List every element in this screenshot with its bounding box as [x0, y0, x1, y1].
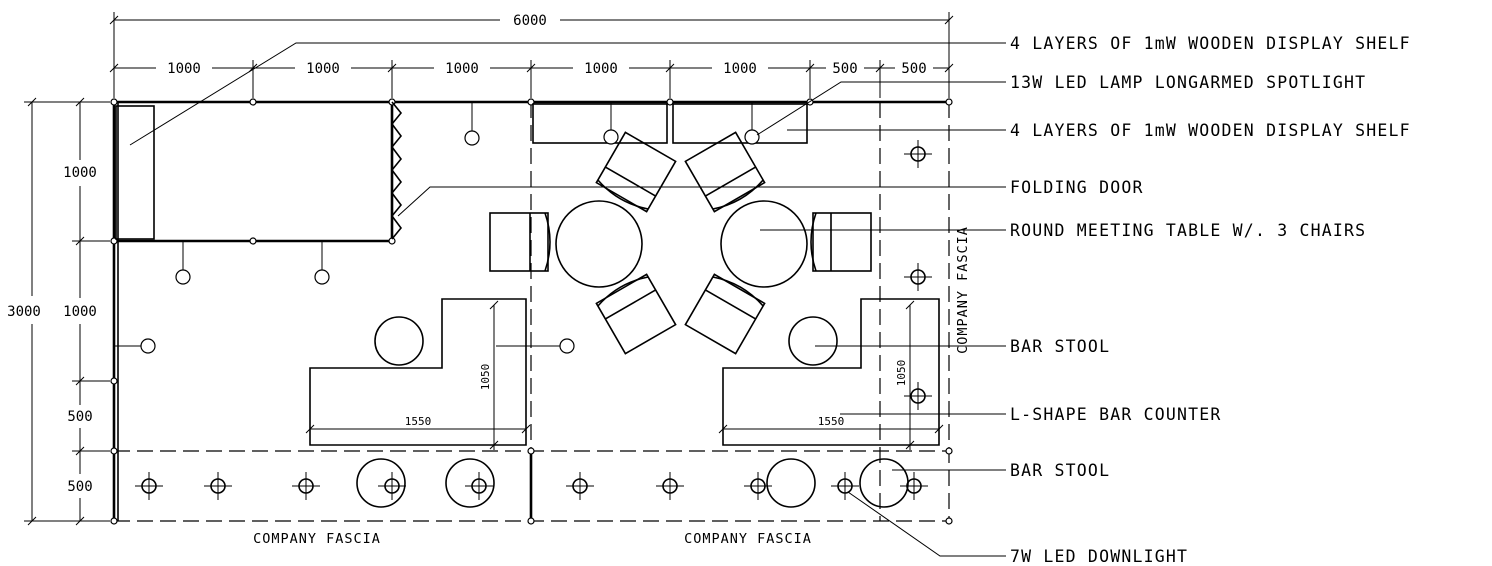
- bar-stool: [356, 458, 406, 508]
- spotlight-4: [175, 269, 191, 285]
- meeting-table-left: [555, 200, 643, 288]
- wall-nodes: [110, 98, 953, 525]
- dim-seg-2: 1000: [306, 61, 340, 77]
- bar-stool: [766, 458, 816, 508]
- label-bar-stool-1: BAR STOOL: [1010, 337, 1110, 356]
- segment-width-dimensions: 1000 1000 1000 1000 1000 500 500: [109, 60, 954, 98]
- bar-stool: [788, 316, 838, 366]
- spotlight-5: [314, 269, 330, 285]
- dim-seg-5: 1000: [723, 61, 757, 77]
- leader-lines: [129, 42, 1006, 557]
- label-led-spotlight: 13W LED LAMP LONGARMED SPOTLIGHT: [1010, 73, 1366, 92]
- dim-seg-7: 500: [901, 61, 926, 77]
- downlight-symbol: [904, 382, 932, 410]
- folding-door: [390, 101, 403, 240]
- display-shelf-top-2: [672, 103, 808, 144]
- downlight-symbol: [378, 472, 406, 500]
- dim-depth-3: 500: [67, 409, 92, 425]
- meeting-table-right: [720, 200, 808, 288]
- overall-depth-text: 3000: [7, 304, 41, 320]
- spotlights: [114, 102, 760, 354]
- dim-seg-6: 500: [832, 61, 857, 77]
- company-fascia-bottom-left: COMPANY FASCIA: [253, 531, 381, 547]
- chair: [595, 273, 677, 355]
- spotlight-6: [140, 338, 156, 354]
- spotlight-1: [464, 130, 480, 146]
- segment-depth-dimensions: 1000 1000 500 500: [63, 97, 110, 526]
- display-shelf-top-1: [532, 103, 668, 144]
- dim-seg-3: 1000: [445, 61, 479, 77]
- bar-counter-right-dimensions: 1550 1050: [718, 300, 944, 450]
- svg-text:1050: 1050: [895, 360, 908, 387]
- svg-text:1050: 1050: [479, 364, 492, 391]
- downlight-symbol: [292, 472, 320, 500]
- label-wooden-display-shelf-top: 4 LAYERS OF 1mW WOODEN DISPLAY SHELF: [1010, 34, 1411, 53]
- chair: [684, 131, 766, 213]
- downlight-symbol: [204, 472, 232, 500]
- dim-depth-2: 1000: [63, 304, 97, 320]
- dim-seg-1: 1000: [167, 61, 201, 77]
- dim-seg-4: 1000: [584, 61, 618, 77]
- overall-width-text: 6000: [513, 13, 547, 29]
- bar-stool: [374, 316, 424, 366]
- label-folding-door: FOLDING DOOR: [1010, 178, 1144, 197]
- overall-depth-dimension: 3000: [7, 97, 110, 526]
- downlights: [135, 140, 932, 500]
- downlight-symbol: [656, 472, 684, 500]
- bar-counter-left-dimensions: 1550 1050: [305, 300, 531, 450]
- spotlight-7: [559, 338, 575, 354]
- chair: [810, 212, 872, 272]
- downlight-symbol: [831, 472, 859, 500]
- bar-counter-left: [309, 298, 527, 446]
- dim-depth-4: 500: [67, 479, 92, 495]
- overall-width-dimension: 6000: [109, 12, 954, 98]
- bar-stool: [445, 458, 495, 508]
- downlight-symbol: [900, 472, 928, 500]
- downlight-symbol: [744, 472, 772, 500]
- spotlight-3: [744, 129, 760, 145]
- label-bar-stool-2: BAR STOOL: [1010, 461, 1110, 480]
- svg-text:1550: 1550: [405, 415, 432, 428]
- label-wooden-display-shelf-right: 4 LAYERS OF 1mW WOODEN DISPLAY SHELF: [1010, 121, 1411, 140]
- downlight-symbol: [566, 472, 594, 500]
- company-fascia-right: COMPANY FASCIA: [955, 226, 971, 354]
- chair: [684, 273, 766, 355]
- bar-stool: [859, 458, 909, 508]
- downlight-symbol: [904, 140, 932, 168]
- label-l-shape-bar-counter: L-SHAPE BAR COUNTER: [1010, 405, 1222, 424]
- chair: [489, 212, 551, 272]
- downlight-symbol: [465, 472, 493, 500]
- svg-text:1550: 1550: [818, 415, 845, 428]
- company-fascia-bottom-right: COMPANY FASCIA: [684, 531, 812, 547]
- dim-depth-1: 1000: [63, 165, 97, 181]
- label-round-meeting-table: ROUND MEETING TABLE W/. 3 CHAIRS: [1010, 221, 1366, 240]
- label-led-downlight: 7W LED DOWNLIGHT: [1010, 547, 1188, 566]
- downlight-symbol: [135, 472, 163, 500]
- downlight-symbol: [904, 263, 932, 291]
- display-shelf-left: [115, 105, 155, 240]
- spotlight-2: [603, 129, 619, 145]
- bar-counter-right: [722, 298, 940, 446]
